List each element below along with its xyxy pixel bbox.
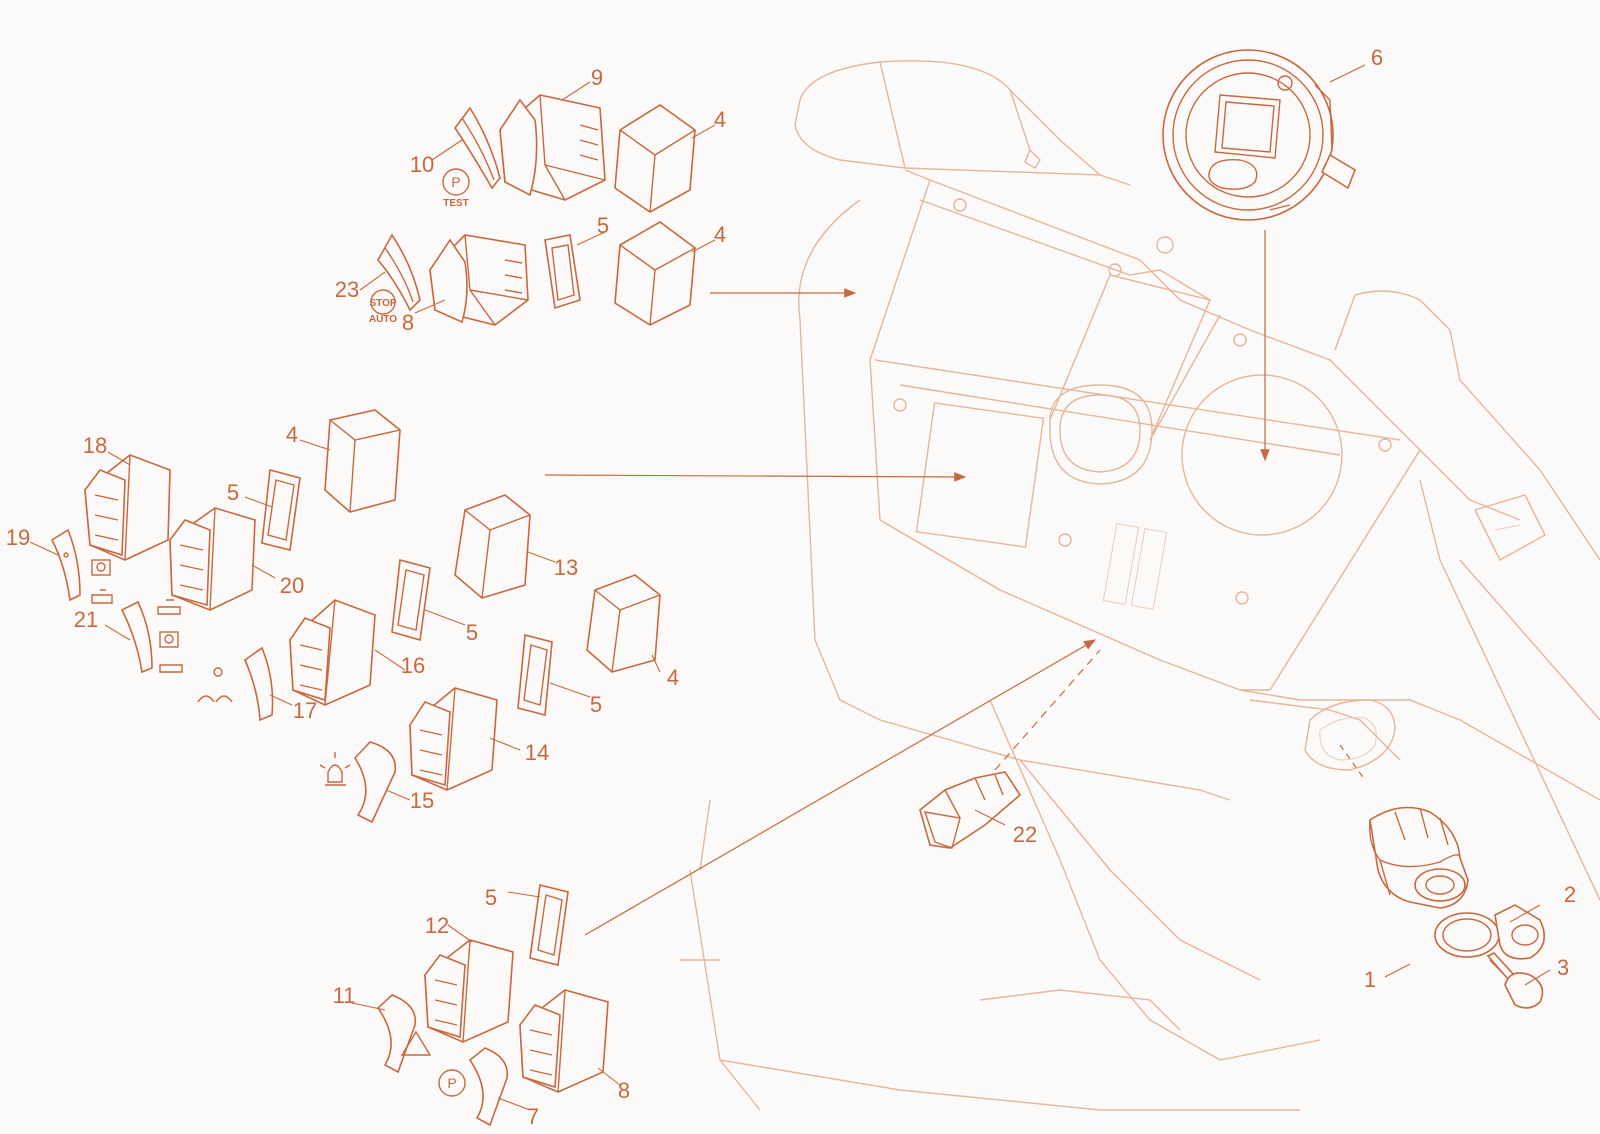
- part-5-bezel-right: [517, 633, 553, 717]
- callout-2: 2: [1564, 882, 1576, 907]
- part-9-rocker-switch: [499, 94, 606, 201]
- callout-6: 6: [1371, 45, 1383, 70]
- part-16-rocker-switch: [289, 599, 376, 706]
- callout-20: 20: [280, 573, 304, 598]
- callout-15: 15: [410, 788, 434, 813]
- callout-18: 18: [83, 433, 107, 458]
- callout-5: 5: [597, 213, 609, 238]
- callout-5: 5: [227, 480, 239, 505]
- part-13-rocker-frame: [454, 494, 531, 599]
- part-2-key-cover: [1434, 904, 1546, 960]
- symbol-stop-auto: STOP AUTO: [369, 289, 397, 325]
- callout-10: 10: [410, 152, 434, 177]
- part-4-rocker-frame-left: [324, 409, 401, 513]
- part-7-rocker-cap: [468, 1047, 509, 1127]
- part-22-power-socket: [919, 771, 1022, 849]
- callout-19: 19: [6, 525, 30, 550]
- part-8-rocker-switch: [429, 234, 529, 326]
- callout-22: 22: [1013, 822, 1037, 847]
- part-10-rocker-cap: [454, 106, 501, 190]
- beacon-icon: [319, 752, 351, 786]
- callout-4: 4: [667, 665, 679, 690]
- callout-labels: 1 2 3 4 4 4 4 5 5 5 5 5 6 7 8 8 9 10 11 …: [6, 45, 1576, 1129]
- callout-4: 4: [286, 422, 298, 447]
- part-21-rocker-cap: [120, 600, 153, 674]
- leader-lines: [29, 64, 1551, 1111]
- callout-17: 17: [293, 698, 317, 723]
- callout-13: 13: [554, 555, 578, 580]
- hazard-triangle-icon: [400, 1030, 432, 1056]
- symbol-parking-bottom: P: [438, 1069, 466, 1097]
- callout-1: 1: [1364, 967, 1376, 992]
- callout-8: 8: [402, 310, 414, 335]
- part-4-rocker-frame-2: [614, 221, 696, 326]
- part-5-bezel: [544, 234, 581, 310]
- callout-7: 7: [527, 1104, 539, 1129]
- part-5-bezel-left: [261, 468, 301, 551]
- part-4-rocker-frame: [614, 104, 696, 213]
- callout-3: 3: [1557, 955, 1569, 980]
- part-8-rocker-switch-bottom: [519, 989, 609, 1093]
- part-23-rocker-cap: [377, 233, 421, 312]
- part-5-bezel-mid: [391, 558, 431, 642]
- auto-label: AUTO: [369, 314, 397, 325]
- part-4-rocker-frame-right: [586, 574, 661, 673]
- callout-12: 12: [425, 913, 449, 938]
- assembly-arrows: [544, 230, 1366, 936]
- callout-9: 9: [591, 65, 603, 90]
- callout-16: 16: [401, 653, 425, 678]
- symbol-parking-test: P TEST: [442, 168, 470, 209]
- part-11-rocker-cap: [376, 994, 417, 1074]
- test-label: TEST: [443, 198, 469, 209]
- callout-5: 5: [466, 620, 478, 645]
- dashboard-housing: [680, 60, 1600, 1111]
- callout-11: 11: [333, 983, 356, 1008]
- part-1-ignition-switch: [1369, 806, 1469, 909]
- callout-21: 21: [74, 607, 98, 632]
- callout-23: 23: [335, 277, 359, 302]
- stop-label: STOP: [369, 298, 396, 309]
- callout-4: 4: [714, 222, 726, 247]
- part-14-rocker-switch: [409, 687, 498, 791]
- part-20-rocker-switch: [169, 507, 256, 611]
- parking-p-symbol: P: [451, 174, 460, 190]
- part-15-rocker-cap: [353, 741, 397, 824]
- part-17-rocker-cap: [244, 646, 274, 722]
- part-3-ignition-key: [1486, 952, 1544, 1009]
- part-6-display-unit: [1162, 49, 1356, 221]
- icons-machine-symbols: [91, 559, 233, 703]
- callout-8: 8: [618, 1078, 630, 1103]
- callout-5: 5: [485, 885, 497, 910]
- callout-5: 5: [590, 692, 602, 717]
- callout-4: 4: [714, 107, 726, 132]
- part-12-rocker-switch: [424, 939, 514, 1043]
- callout-14: 14: [525, 740, 549, 765]
- part-18-rocker-switch: [84, 454, 171, 561]
- part-5-bezel-bottom: [529, 884, 569, 966]
- part-19-rocker-cap: [50, 528, 81, 602]
- parking-p-symbol-bottom: P: [447, 1075, 456, 1091]
